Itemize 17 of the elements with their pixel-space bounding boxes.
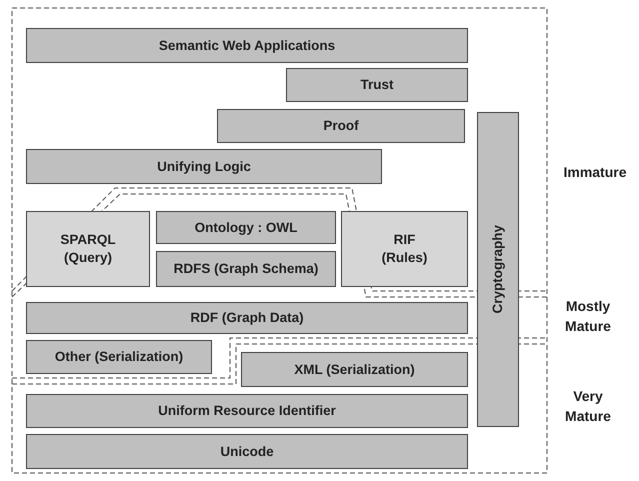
maturity-label: Very Mature — [564, 387, 612, 426]
maturity-label: Mostly Mature — [564, 297, 612, 336]
layer-box: Semantic Web Applications — [26, 28, 468, 63]
layer-box: Proof — [217, 109, 465, 143]
layer-box: SPARQL (Query) — [26, 211, 150, 287]
layer-box: Unifying Logic — [26, 149, 382, 184]
layer-box: RIF (Rules) — [341, 211, 468, 287]
layer-box: Trust — [286, 68, 468, 102]
layer-box: Ontology : OWL — [156, 211, 336, 244]
layer-box: Cryptography — [477, 112, 519, 427]
layer-box: RDFS (Graph Schema) — [156, 251, 336, 287]
layer-box: Other (Serialization) — [26, 340, 212, 374]
layer-box: RDF (Graph Data) — [26, 302, 468, 334]
layer-box: XML (Serialization) — [241, 352, 468, 387]
layer-box: Uniform Resource Identifier — [26, 394, 468, 428]
maturity-label: Immature — [562, 163, 628, 182]
layer-box: Unicode — [26, 434, 468, 469]
